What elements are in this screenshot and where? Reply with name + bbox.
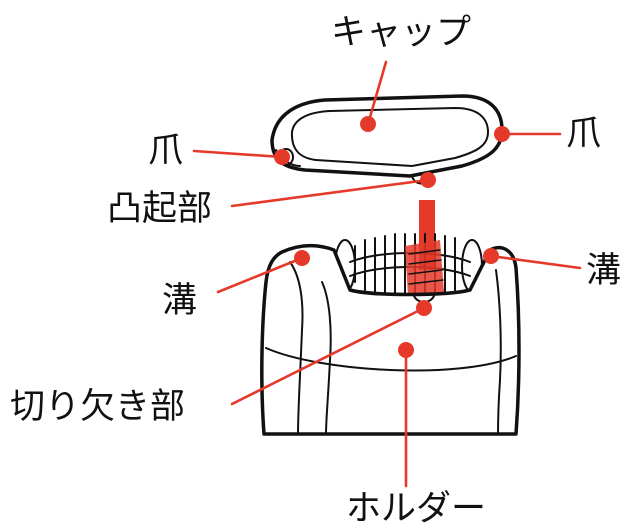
roller-assembly xyxy=(334,233,483,297)
label-cap: キャップ xyxy=(331,13,471,53)
holder-part xyxy=(260,233,521,436)
cap-part xyxy=(270,94,504,185)
leader-claw-right xyxy=(494,126,562,142)
label-holder: ホルダー xyxy=(346,489,486,529)
label-claw-left: 爪 xyxy=(148,131,183,171)
label-notch: 切り欠き部 xyxy=(10,387,185,427)
leader-groove-left xyxy=(216,250,310,294)
label-groove-left: 溝 xyxy=(162,281,197,321)
leader-groove-right xyxy=(483,248,582,270)
label-groove-right: 溝 xyxy=(586,251,621,291)
leader-holder xyxy=(398,342,414,488)
label-protrusion: 凸起部 xyxy=(107,189,212,229)
leader-claw-left xyxy=(192,149,290,165)
label-claw-right: 爪 xyxy=(566,114,601,154)
leader-cap xyxy=(360,60,388,132)
leader-protrusion xyxy=(230,172,436,208)
leader-notch xyxy=(230,300,432,406)
